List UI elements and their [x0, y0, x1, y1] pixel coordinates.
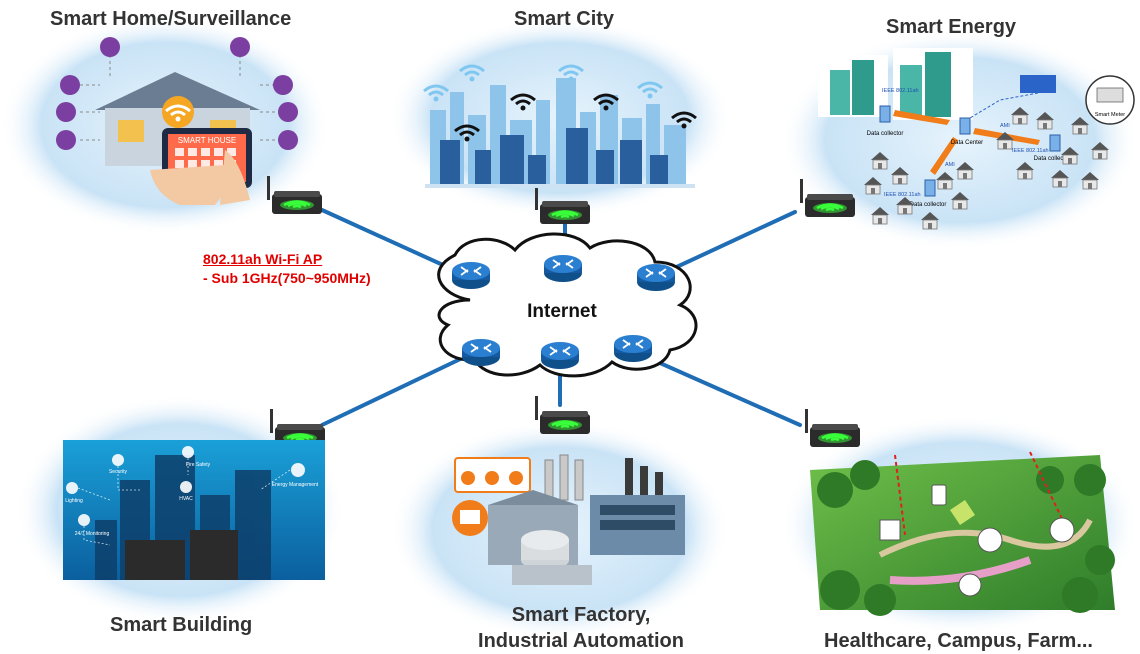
smart-meter-icon: Smart Meter	[1085, 75, 1135, 125]
access-point-name: 802.11ah Wi-Fi AP	[203, 251, 323, 267]
smart-meter-label: Smart Meter	[1095, 112, 1125, 118]
data-collector-label: Data collector	[910, 202, 947, 208]
access-point-band: - Sub 1GHz(750~950MHz)	[203, 270, 371, 286]
ami-label: AMI	[1000, 123, 1010, 129]
lighting-label: Lighting	[65, 498, 83, 504]
smart-factory-title: Smart Factory, Industrial Automation	[466, 602, 696, 654]
router-icon	[613, 334, 653, 363]
security-label: Security	[109, 469, 128, 475]
smart-building-illustration: Security Fire Safety Lighting HVAC Energ…	[63, 440, 325, 580]
internet-label: Internet	[527, 301, 597, 322]
network-links	[320, 208, 802, 427]
campus-illustration	[810, 451, 1115, 616]
router-icon	[461, 338, 501, 367]
data-center-label: Data Center	[951, 140, 983, 146]
ieee-label: IEEE 802.11ah	[1012, 148, 1049, 154]
smart-city-title: Smart City	[514, 8, 615, 30]
data-collector-label: Data collector	[867, 131, 904, 137]
healthcare-title: Healthcare, Campus, Farm...	[824, 630, 1093, 652]
ieee-label: IEEE 802.11ah	[882, 88, 919, 94]
router-icon	[451, 261, 491, 290]
smart-energy-illustration: Data collector Data Center Data collecto…	[818, 48, 1135, 230]
smart-home-illustration: SMART HOUSE	[56, 37, 298, 205]
data-collector-label: Data collector	[1034, 156, 1071, 162]
router-icon	[540, 341, 580, 370]
tablet-label: SMART HOUSE	[178, 136, 236, 145]
access-point-annotation: 802.11ah Wi-Fi AP - Sub 1GHz(750~950MHz)	[203, 250, 371, 288]
smart-factory-title-line2: Industrial Automation	[478, 630, 684, 652]
ieee-label: IEEE 802.11ah	[884, 192, 921, 198]
smart-factory-title-line1: Smart Factory,	[511, 604, 651, 626]
hvac-label: HVAC	[179, 496, 193, 502]
fire-safety-label: Fire Safety	[186, 462, 211, 468]
wifi-ap-icon	[533, 394, 592, 436]
monitoring-label: 24/7 Monitoring	[75, 531, 110, 537]
router-icon	[543, 254, 583, 283]
smart-factory-illustration	[452, 454, 685, 585]
router-icon	[636, 263, 676, 292]
wifi-ap-icon	[803, 407, 862, 449]
smart-city-illustration	[422, 64, 698, 188]
smart-home-title: Smart Home/Surveillance	[50, 8, 292, 30]
smart-energy-title: Smart Energy	[886, 16, 1017, 38]
home-network-lines	[80, 55, 275, 141]
smart-building-title: Smart Building	[110, 614, 253, 636]
energy-management-label: Energy Management	[272, 482, 319, 488]
ami-label: AMI	[945, 162, 955, 168]
